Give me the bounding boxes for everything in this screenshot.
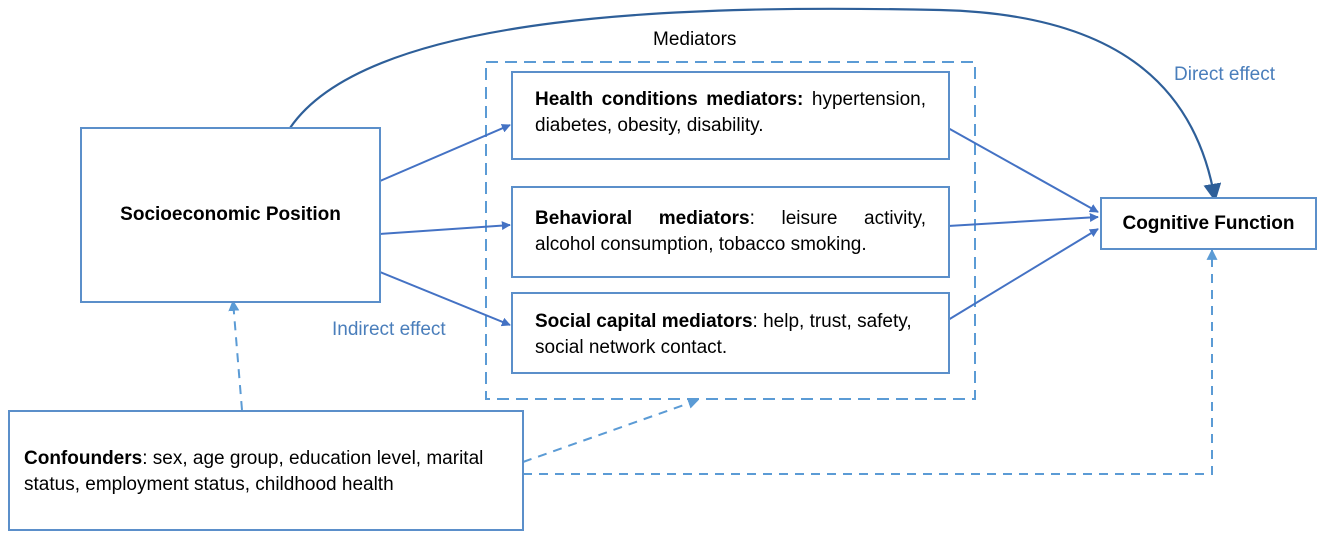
direct-effect-label: Direct effect: [1174, 64, 1276, 85]
arrow-health-to-cognitive: [947, 127, 1099, 213]
mediator-box-social: Social capital mediators: help, trust, s…: [511, 292, 950, 374]
arrow-sep-to-social: [379, 271, 511, 327]
mediators-title: Mediators: [653, 29, 737, 50]
arrow-confounders-to-cognitive: [523, 248, 1218, 475]
arrow-confounders-to-mediators: [522, 398, 700, 463]
mediator-title-health: Health conditions mediators:: [535, 89, 804, 110]
arrow-sep-to-behavioral: [379, 221, 511, 235]
confounders-title: Confounders: [24, 448, 143, 469]
mediators-group-border: [485, 61, 976, 400]
outcome-box: Cognitive Function: [1100, 197, 1317, 250]
mediator-text-health: hypertension, diabetes, obesity, disabil…: [535, 89, 926, 136]
arrow-social-to-cognitive: [947, 228, 1099, 321]
mediator-box-health: Health conditions mediators: hypertensio…: [511, 71, 950, 160]
confounders-box: Confounders: sex, age group, education l…: [8, 410, 524, 531]
mediator-title-social: Social capital mediators: [535, 311, 753, 332]
exposure-label: Socioeconomic Position: [120, 204, 341, 225]
outcome-label: Cognitive Function: [1122, 212, 1295, 234]
mediator-text-behavioral: : leisure activity, alcohol consumption,…: [535, 208, 926, 255]
mediator-box-behavioral: Behavioral mediators: leisure activity, …: [511, 186, 950, 278]
exposure-box: Socioeconomic Position: [80, 127, 381, 303]
mediator-title-behavioral: Behavioral mediators: [535, 208, 750, 229]
arrow-sep-to-health: [379, 124, 511, 182]
mediator-text-social: : help, trust, safety, social network co…: [535, 311, 912, 358]
confounders-text: : sex, age group, education level, marit…: [24, 448, 484, 495]
arrow-confounders-to-sep: [228, 299, 243, 411]
indirect-effect-label: Indirect effect: [332, 319, 446, 340]
arrow-behavioral-to-cognitive: [947, 212, 1099, 227]
direct-effect-arrow: [289, 7, 1222, 202]
